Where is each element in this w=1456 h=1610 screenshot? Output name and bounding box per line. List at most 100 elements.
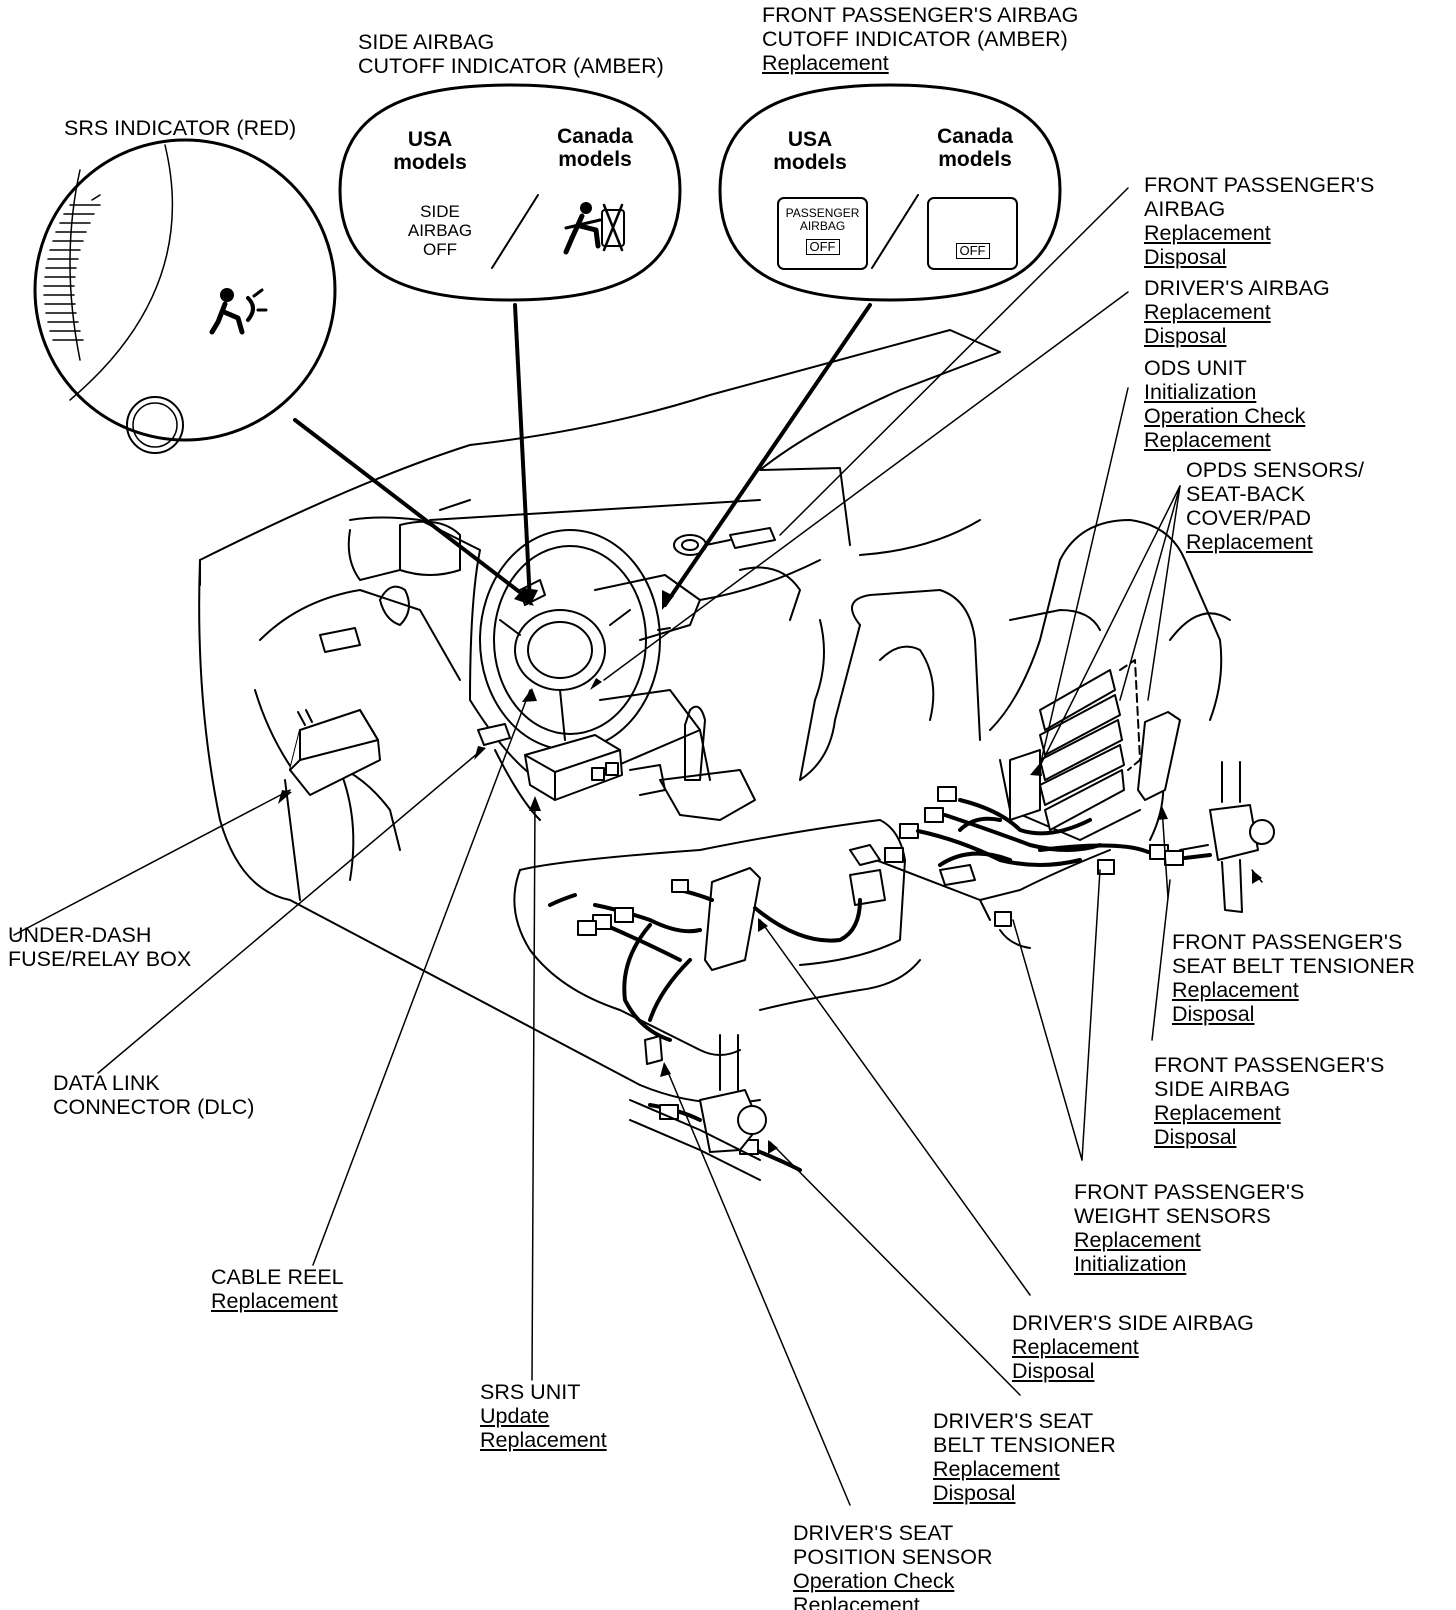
- passenger-indicator-usa-heading: USA models: [765, 128, 855, 174]
- shift-lever: [659, 705, 756, 821]
- replacement-link[interactable]: Replacement: [793, 1593, 920, 1610]
- disposal-link[interactable]: Disposal: [1144, 324, 1227, 348]
- label-line: CABLE REEL: [211, 1265, 344, 1289]
- passenger-weight-sensors-label: FRONT PASSENGER'S WEIGHT SENSORS Replace…: [1074, 1180, 1304, 1276]
- replacement-link[interactable]: Replacement: [762, 51, 889, 75]
- initialization-link[interactable]: Initialization: [1144, 380, 1257, 404]
- label-line: COVER/PAD: [1186, 506, 1312, 530]
- update-link[interactable]: Update: [480, 1404, 550, 1428]
- label-line: SIDE AIRBAG: [1154, 1077, 1291, 1101]
- side-indicator-canada-heading: Canada models: [545, 125, 645, 171]
- srs-unit-shape: [524, 734, 666, 801]
- srs-airbag-warning-icon: [209, 288, 268, 335]
- replacement-link[interactable]: Replacement: [933, 1457, 1060, 1481]
- replacement-link[interactable]: Replacement: [480, 1428, 607, 1452]
- replacement-link[interactable]: Replacement: [1144, 300, 1271, 324]
- label-line: CUTOFF INDICATOR (AMBER): [358, 54, 664, 78]
- passenger-airbag-module-shape: [657, 527, 776, 631]
- dlc-shape: [477, 723, 511, 746]
- disposal-link[interactable]: Disposal: [933, 1481, 1016, 1505]
- opds-sensors-label: OPDS SENSORS/ SEAT-BACK COVER/PAD Replac…: [1186, 458, 1364, 554]
- under-dash-fuse-relay-box-label: UNDER-DASH FUSE/RELAY BOX: [8, 923, 191, 971]
- callout-leaders: [293, 303, 872, 607]
- passenger-tensioner-leader: [1251, 869, 1263, 883]
- models-label: models: [773, 151, 847, 174]
- replacement-link[interactable]: Replacement: [1172, 978, 1299, 1002]
- driver-seat-connectors: [577, 879, 759, 1155]
- label-line: DRIVER'S AIRBAG: [1144, 276, 1330, 300]
- label-line: DRIVER'S SEAT: [933, 1409, 1094, 1433]
- off-text: OFF: [423, 240, 457, 259]
- canada-label: Canada: [937, 125, 1013, 148]
- srs-indicator-label: SRS INDICATOR (RED): [64, 116, 296, 140]
- label-line: SIDE AIRBAG: [358, 30, 495, 54]
- usa-label: USA: [407, 128, 453, 151]
- side-airbag-cutoff-callout: [338, 83, 682, 302]
- label-line: SEAT-BACK: [1186, 482, 1306, 506]
- airbag-text: AIRBAG: [407, 221, 473, 240]
- initialization-link[interactable]: Initialization: [1074, 1252, 1187, 1276]
- passenger-side-airbag-label: FRONT PASSENGER'S SIDE AIRBAG Replacemen…: [1154, 1053, 1384, 1149]
- replacement-link[interactable]: Replacement: [1144, 221, 1271, 245]
- passenger-airbag-cutoff-label: FRONT PASSENGER'S AIRBAG CUTOFF INDICATO…: [762, 3, 1078, 75]
- driver-seat-belt-tensioner-shape: [629, 1034, 767, 1181]
- models-label: models: [393, 151, 467, 174]
- steering-wheel: [479, 529, 661, 751]
- disposal-link[interactable]: Disposal: [1012, 1359, 1095, 1383]
- replacement-link[interactable]: Replacement: [211, 1289, 338, 1313]
- srs-unit-label: SRS UNIT Update Replacement: [480, 1380, 607, 1452]
- weight-sensors-shape: [849, 844, 1031, 949]
- label-line: BELT TENSIONER: [933, 1433, 1116, 1457]
- disposal-link[interactable]: Disposal: [1172, 1002, 1255, 1026]
- passenger-text: PASSENGER: [785, 206, 860, 220]
- models-label: models: [938, 148, 1012, 171]
- passenger-indicator-canada-heading: Canada models: [925, 125, 1025, 171]
- srs-indicator-title: SRS INDICATOR (RED): [64, 116, 297, 140]
- label-line: POSITION SENSOR: [793, 1545, 993, 1569]
- off-text: OFF: [805, 239, 840, 255]
- replacement-link[interactable]: Replacement: [1144, 428, 1271, 452]
- label-line: FRONT PASSENGER'S AIRBAG: [762, 3, 1079, 27]
- drivers-side-airbag-label: DRIVER'S SIDE AIRBAG Replacement Disposa…: [1012, 1311, 1254, 1383]
- label-line: CUTOFF INDICATOR (AMBER): [762, 27, 1068, 51]
- usa-passenger-airbag-off-badge: PASSENGER AIRBAG OFF: [777, 197, 868, 270]
- label-line: DATA LINK: [53, 1071, 160, 1095]
- drivers-seat-position-sensor-label: DRIVER'S SEAT POSITION SENSOR Operation …: [793, 1521, 993, 1610]
- canada-label: Canada: [557, 125, 633, 148]
- leader-lines: [13, 187, 1181, 1506]
- driver-side-airbag-shape: [704, 867, 886, 971]
- front-passenger-airbag-label: FRONT PASSENGER'S AIRBAG Replacement Dis…: [1144, 173, 1374, 269]
- replacement-link[interactable]: Replacement: [1012, 1335, 1139, 1359]
- label-line: FUSE/RELAY BOX: [8, 947, 192, 971]
- disposal-link[interactable]: Disposal: [1154, 1125, 1237, 1149]
- operation-check-link[interactable]: Operation Check: [793, 1569, 955, 1593]
- models-label: models: [558, 148, 632, 171]
- side-airbag-cutoff-label: SIDE AIRBAG CUTOFF INDICATOR (AMBER): [358, 30, 664, 78]
- label-line: CONNECTOR (DLC): [53, 1095, 255, 1119]
- opds-sensor-pads: [1009, 659, 1141, 831]
- replacement-link[interactable]: Replacement: [1186, 530, 1313, 554]
- operation-check-link[interactable]: Operation Check: [1144, 404, 1306, 428]
- srs-indicator-callout: [33, 138, 337, 454]
- label-line: SEAT BELT TENSIONER: [1172, 954, 1415, 978]
- ods-unit-label: ODS UNIT Initialization Operation Check …: [1144, 356, 1305, 452]
- side-text: SIDE: [420, 202, 460, 221]
- passenger-seat-belt-tensioner-label: FRONT PASSENGER'S SEAT BELT TENSIONER Re…: [1172, 930, 1415, 1026]
- passenger-seat-connectors: [884, 786, 1184, 927]
- side-indicator-usa-heading: USA models: [385, 128, 475, 174]
- passenger-seat-harness: [916, 798, 1212, 867]
- label-line: UNDER-DASH: [8, 923, 152, 947]
- label-line: SRS UNIT: [480, 1380, 581, 1404]
- label-line: AIRBAG: [1144, 197, 1226, 221]
- replacement-link[interactable]: Replacement: [1074, 1228, 1201, 1252]
- replacement-link[interactable]: Replacement: [1154, 1101, 1281, 1125]
- drivers-airbag-label: DRIVER'S AIRBAG Replacement Disposal: [1144, 276, 1330, 348]
- disposal-link[interactable]: Disposal: [1144, 245, 1227, 269]
- passenger-side-airbag-shape: [1137, 711, 1181, 801]
- label-line: DRIVER'S SEAT: [793, 1521, 954, 1545]
- label-line: FRONT PASSENGER'S: [1144, 173, 1375, 197]
- leader-arrowheads: [278, 588, 1262, 1154]
- canada-passenger-airbag-off-badge: OFF: [927, 197, 1018, 270]
- airbag-text: AIRBAG: [799, 219, 846, 233]
